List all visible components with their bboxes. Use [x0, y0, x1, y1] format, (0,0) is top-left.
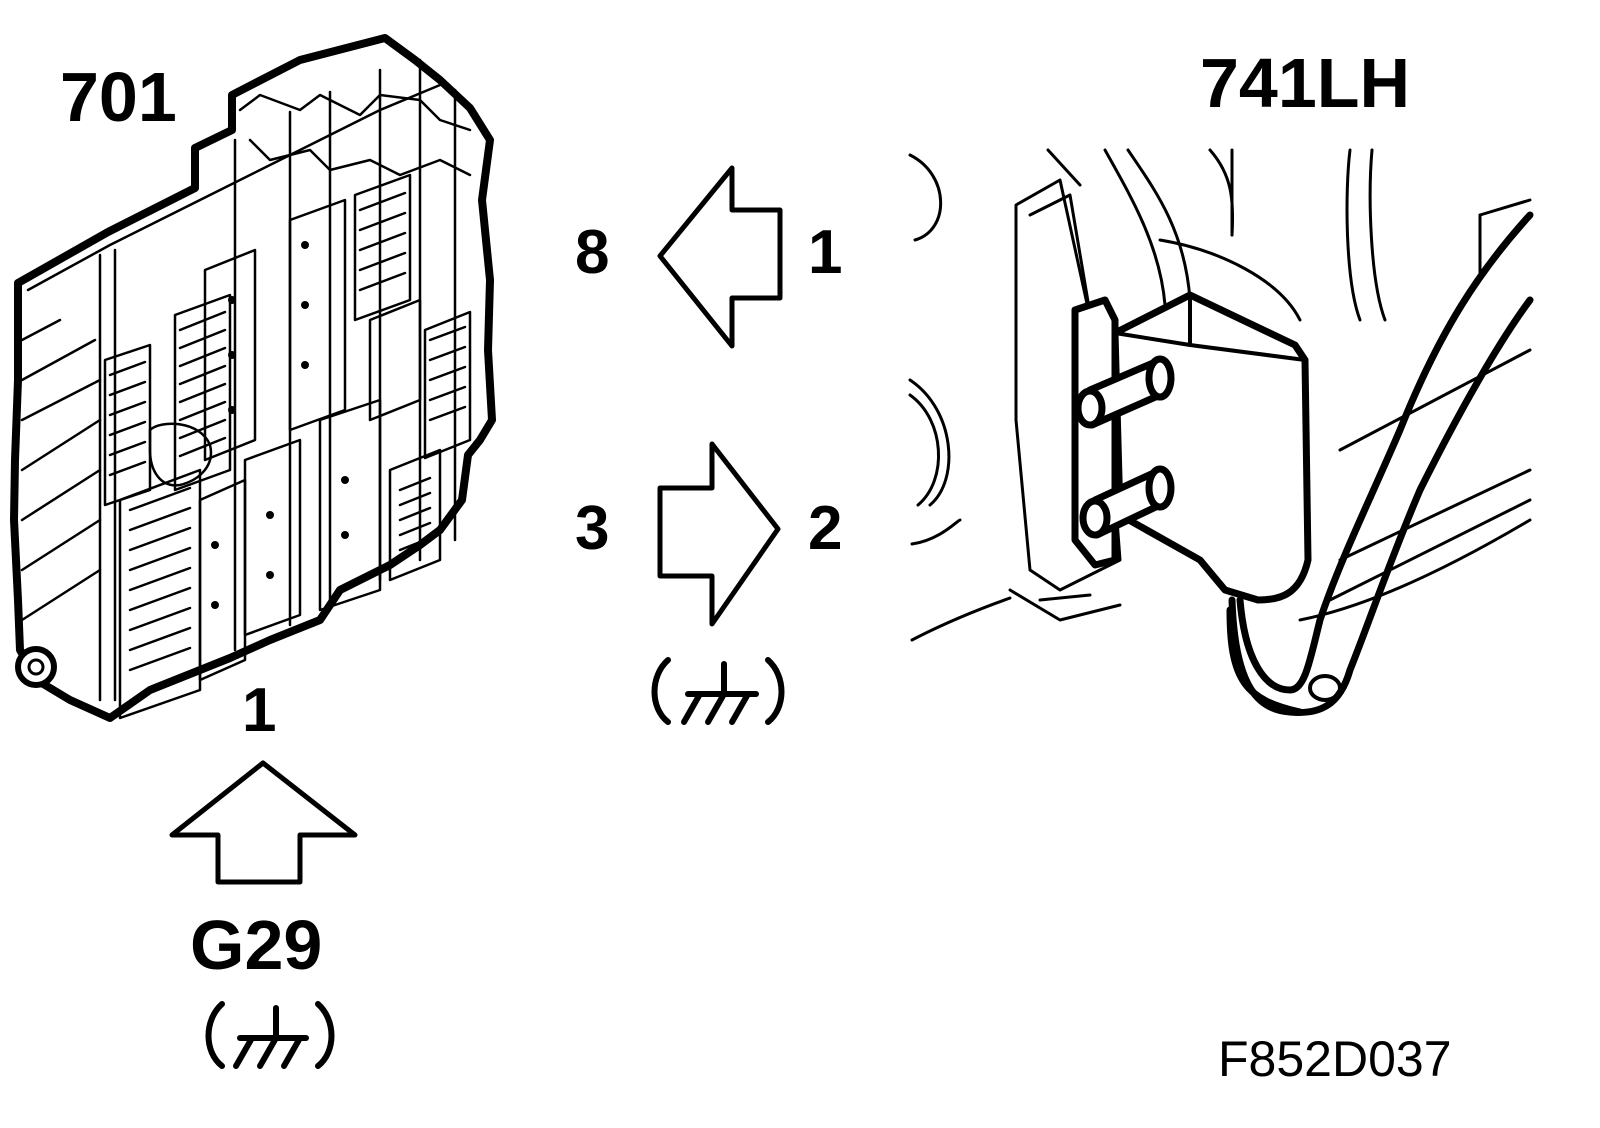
- sensor-741lh-illustration: [908, 148, 1534, 716]
- arrow-right-pin-2: [657, 441, 781, 627]
- ground-symbol-icon: [205, 1001, 335, 1069]
- component-label-701: 701: [60, 58, 177, 136]
- figure-code: F852D037: [1218, 1031, 1452, 1087]
- pin-label-1-bottom: 1: [242, 676, 277, 745]
- arrow-left-pin-8: [657, 165, 783, 349]
- ground-point-label: G29: [190, 906, 323, 984]
- component-label-741lh: 741LH: [1200, 44, 1411, 122]
- pin-label-2: 2: [808, 494, 843, 563]
- pin-label-8: 8: [575, 218, 610, 287]
- fuse-box-701-illustration: [10, 34, 496, 722]
- ground-symbol-icon: [651, 657, 785, 725]
- arrow-up-g29: [169, 760, 358, 885]
- pin-label-1-top: 1: [808, 218, 843, 287]
- pin-label-3: 3: [575, 494, 610, 563]
